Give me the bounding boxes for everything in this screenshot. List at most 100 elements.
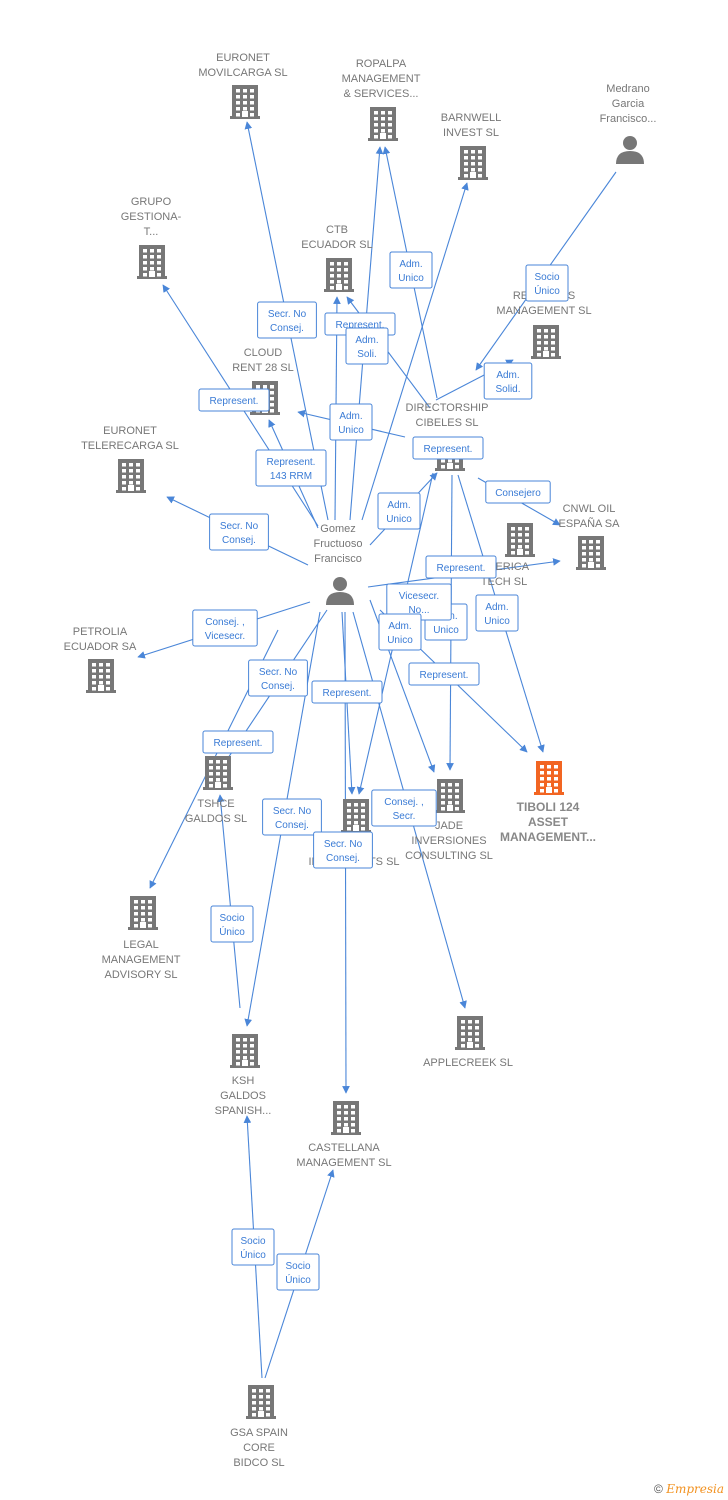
node-label: INVERSIONES <box>411 835 486 847</box>
node-grupo[interactable]: GRUPOGESTIONA-T... <box>121 196 182 279</box>
footer: © Empresia <box>654 1482 724 1496</box>
edge-label-text: Socio <box>534 272 559 283</box>
edge-label-box <box>313 831 373 869</box>
node-medrano[interactable]: MedranoGarciaFrancisco... <box>600 83 657 164</box>
building-icon <box>576 536 606 570</box>
edge-label[interactable]: Adm.Unico <box>378 613 422 651</box>
building-icon <box>505 523 535 557</box>
edge-label-box <box>485 480 551 504</box>
node-label: SPANISH... <box>215 1105 272 1117</box>
edge-label-text: Secr. No <box>259 667 298 678</box>
edge-label-text: Adm. <box>388 621 411 632</box>
edge-label-text: Solid. <box>495 384 520 395</box>
edge-label[interactable]: Adm.Unico <box>389 251 433 289</box>
node-applecreek[interactable]: APPLECREEK SL <box>423 1016 513 1069</box>
node-label: ESPAÑA SA <box>559 517 621 530</box>
node-ksh[interactable]: KSHGALDOSSPANISH... <box>215 1034 272 1117</box>
brand-logo[interactable]: Empresia <box>666 1482 724 1496</box>
person-icon <box>616 136 644 164</box>
edge-label[interactable]: Consejero <box>485 480 551 504</box>
node-label: LEGAL <box>123 939 158 951</box>
edge-label-text: Consej. <box>222 535 256 546</box>
edge-label[interactable]: Adm.Unico <box>377 492 421 530</box>
edge-label-box <box>483 362 533 400</box>
edge-label-text: 143 RRM <box>270 471 312 482</box>
edge-label[interactable]: Adm.Unico <box>329 403 373 441</box>
edge-label-text: Soli. <box>357 349 376 360</box>
node-label: ECUADOR SA <box>64 641 137 653</box>
edge-label[interactable]: Consej. , Vicesecr. <box>192 609 258 647</box>
building-icon <box>435 779 465 813</box>
edge-label-box <box>231 1228 275 1266</box>
edge-label-text: Unico <box>338 425 364 436</box>
edge-label-text: Único <box>534 284 560 297</box>
edge-label-text: Represent. <box>210 396 259 407</box>
node-label: INVEST SL <box>443 127 499 139</box>
edge-label-text: Represent. <box>214 738 263 749</box>
node-label: MANAGEMENT <box>102 954 181 966</box>
building-icon <box>230 85 260 119</box>
node-tiboli[interactable]: TIBOLI 124ASSETMANAGEMENT... <box>500 761 596 844</box>
edge-label[interactable]: Represent. <box>425 555 497 579</box>
edge-label-text: Vicesecr. <box>205 631 245 642</box>
edge-label[interactable]: Vicesecr.No... <box>386 583 452 621</box>
building-icon <box>86 659 116 693</box>
edge-label-box <box>475 594 519 632</box>
node-label: BIDCO SL <box>233 1457 284 1469</box>
building-icon <box>341 799 371 833</box>
node-label: TIBOLI 124 <box>517 800 580 814</box>
edge-label[interactable]: Represent. <box>408 662 480 686</box>
edge-label-text: Represent. <box>424 444 473 455</box>
edge-label[interactable]: Adm. Solid. <box>483 362 533 400</box>
edge-label-text: Represent. <box>336 320 385 331</box>
edge-label[interactable]: Represent. <box>202 730 274 754</box>
copyright-symbol: © <box>654 1482 663 1496</box>
edge-label[interactable]: Consej. ,Secr. <box>371 789 437 827</box>
edge-label-box <box>345 327 389 365</box>
edge-label-text: Consejero <box>495 488 541 499</box>
edge-label-box <box>276 1253 320 1291</box>
edge-label[interactable]: Represent. 143 RRM <box>255 449 327 487</box>
node-label: MANAGEMENT <box>342 73 421 85</box>
edge-label[interactable]: Adm.Soli. <box>345 327 389 365</box>
edge-label[interactable]: Represent. <box>412 436 484 460</box>
edge-label-box <box>329 403 373 441</box>
edge-label-box <box>425 555 497 579</box>
edge-label-text: Represent. <box>267 457 316 468</box>
edge-label-text: Consej. , <box>205 617 244 628</box>
edge-label-box <box>371 789 437 827</box>
edge-label-box <box>198 388 270 412</box>
edge-label[interactable]: Adm.Unico <box>475 594 519 632</box>
node-label: CIBELES SL <box>416 417 479 429</box>
edge-label[interactable]: Represent. <box>198 388 270 412</box>
node-label: & SERVICES... <box>344 88 419 100</box>
building-icon <box>137 245 167 279</box>
edge-label-text: Adm. <box>496 370 519 381</box>
building-icon <box>246 1385 276 1419</box>
edge-label[interactable]: Represent. <box>311 680 383 704</box>
node-label: TSHCE <box>197 798 234 810</box>
